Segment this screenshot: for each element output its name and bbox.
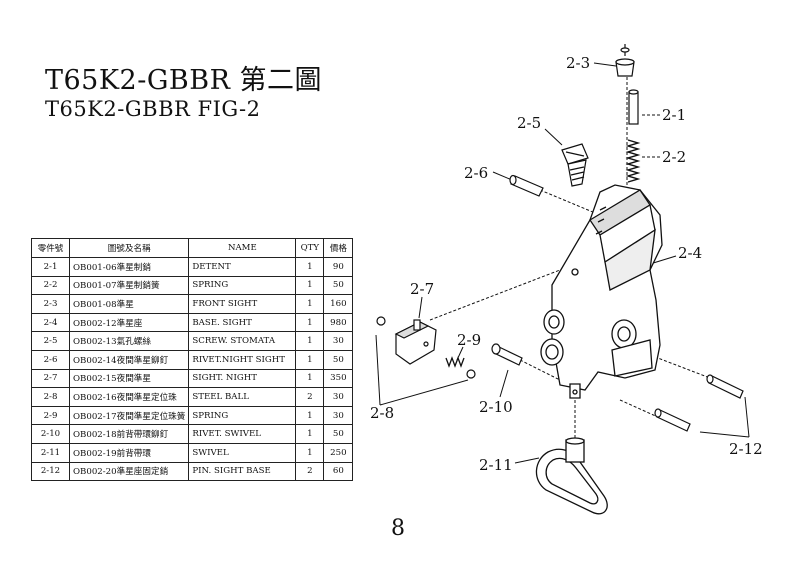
- cell-code-name: OB002-15夜間準星: [68, 368, 190, 389]
- header-code-name: 圖號及名稱: [68, 238, 190, 258]
- night-sight-spring-part: [445, 356, 465, 368]
- leader-2-4: [649, 255, 677, 265]
- detent-part: [628, 89, 639, 125]
- front-sight-part: [615, 44, 635, 77]
- cell-price: 30: [323, 331, 354, 351]
- leader-2-5: [544, 128, 563, 146]
- callout-2-2: 2-2: [662, 148, 686, 166]
- callout-2-7: 2-7: [410, 280, 434, 298]
- cell-price: 250: [323, 442, 354, 463]
- cell-qty: 2: [295, 461, 325, 482]
- cell-code-name: OB002-14夜間準星鉚釘: [68, 349, 190, 370]
- page-title: T65K2-GBBR 第二圖: [45, 65, 322, 96]
- base-sight-part: [540, 184, 663, 399]
- leader-2-3: [593, 62, 617, 67]
- callout-2-4: 2-4: [678, 244, 702, 262]
- leader-2-6: [492, 171, 513, 181]
- axis-rivet-night: [539, 189, 601, 216]
- callout-2-12: 2-12: [729, 440, 763, 458]
- cell-price: 50: [323, 275, 354, 296]
- cell-price: 980: [323, 312, 354, 333]
- axis-pin-1: [619, 399, 661, 419]
- cell-price: 50: [323, 349, 354, 370]
- cell-part-no: 2-8: [31, 387, 70, 407]
- leader-2-11: [514, 457, 540, 464]
- callout-2-8: 2-8: [370, 404, 394, 422]
- cell-code-name: OB001-07準星制銷簧: [68, 275, 190, 296]
- cell-name: SWIVEL: [188, 442, 297, 463]
- callout-2-10: 2-10: [479, 398, 513, 416]
- cell-price: 50: [323, 424, 354, 444]
- cell-code-name: OB001-08準星: [68, 294, 190, 314]
- axis-night-sight: [429, 269, 561, 321]
- steel-ball-part-1: [376, 316, 386, 326]
- cell-price: 30: [323, 405, 354, 426]
- cell-code-name: OB002-17夜間準星定位珠簧: [68, 405, 190, 426]
- cell-code-name: OB002-20準星座固定銷: [68, 461, 190, 482]
- cell-price: 60: [323, 461, 354, 482]
- cell-code-name: OB002-16夜間準星定位珠: [68, 387, 190, 407]
- header-price: 價格: [323, 238, 354, 258]
- night-sight-part: [394, 319, 437, 365]
- callout-2-9: 2-9: [457, 331, 481, 349]
- cell-qty: 2: [295, 387, 325, 407]
- cell-code-name: OB002-13氣孔螺絲: [68, 331, 190, 351]
- cell-price: 90: [323, 257, 354, 277]
- cell-qty: 1: [295, 349, 325, 370]
- callout-2-1: 2-1: [662, 106, 686, 124]
- axis-pin-2: [649, 354, 711, 379]
- swivel-part: [535, 437, 608, 515]
- table-header-row: 零件號 圖號及名稱 NAME QTY 價格: [31, 238, 354, 258]
- cell-name: DETENT: [188, 257, 297, 277]
- pin-sight-base-part-2: [706, 374, 744, 399]
- callout-2-6: 2-6: [464, 164, 488, 182]
- pin-sight-base-part-1: [654, 408, 691, 432]
- cell-code-name: OB001-06準星制銷: [68, 257, 190, 277]
- cell-price: 350: [323, 368, 354, 389]
- cell-price: 30: [323, 387, 354, 407]
- rivet-night-sight-part: [509, 174, 544, 197]
- cell-code-name: OB002-12準星座: [68, 312, 190, 333]
- leader-2-8b: [379, 379, 469, 406]
- leader-2-8a: [375, 334, 381, 406]
- spring-part: [625, 139, 641, 183]
- cell-code-name: OB002-19前背帶環: [68, 442, 190, 463]
- leader-2-10: [499, 369, 509, 398]
- steel-ball-part-2: [466, 369, 476, 379]
- rivet-swivel-part: [491, 343, 523, 366]
- leader-2-12a: [699, 431, 750, 438]
- cell-qty: 1: [295, 331, 325, 351]
- axis-rivet-swivel: [519, 359, 561, 381]
- page-subtitle: T65K2-GBBR FIG-2: [45, 97, 261, 121]
- callout-2-5: 2-5: [517, 114, 541, 132]
- header-name: NAME: [188, 238, 297, 258]
- cell-price: 160: [323, 294, 354, 314]
- leader-2-7: [418, 296, 423, 319]
- leader-2-12b: [744, 396, 750, 438]
- cell-name: STEEL BALL: [188, 387, 297, 407]
- cell-code-name: OB002-18前背帶環鉚釘: [68, 424, 190, 444]
- callout-2-11: 2-11: [479, 456, 513, 474]
- cell-qty: 1: [295, 275, 325, 296]
- page-number: 8: [391, 516, 405, 541]
- callout-2-3: 2-3: [566, 54, 590, 72]
- screw-stomata-part: [561, 143, 589, 187]
